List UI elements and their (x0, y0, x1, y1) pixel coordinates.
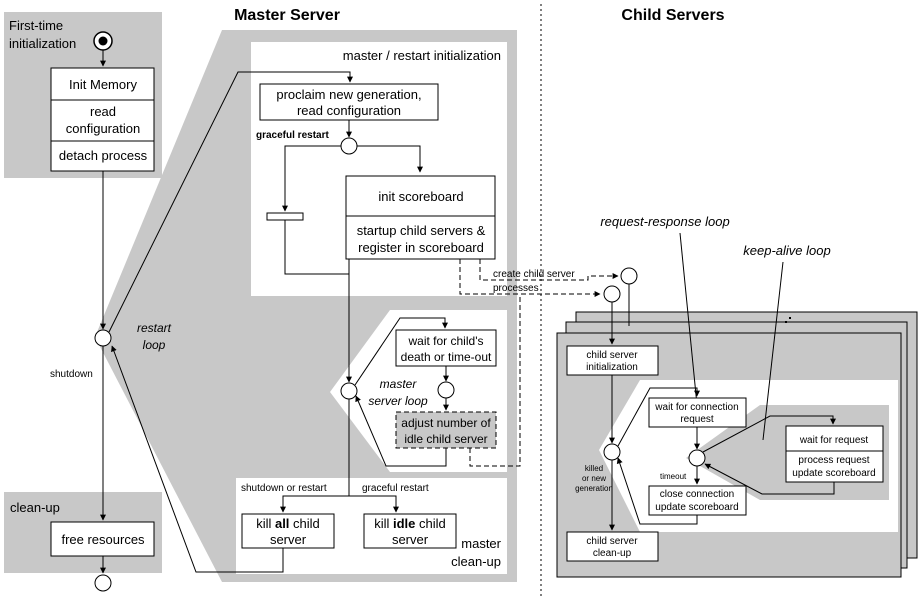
request-response-loop-label: request-response loop (600, 214, 729, 229)
wait-connection-box (648, 397, 747, 428)
kill-all-box (241, 513, 335, 549)
master-init-title: master / restart initialization (343, 48, 501, 63)
graceful-restart-label-2: graceful restart (362, 483, 429, 494)
kill-idle-label: kill idle child (374, 516, 446, 531)
process-request-label-2: update scoreboard (792, 468, 875, 479)
restart-loop-node (94, 329, 112, 347)
cleanup-label: clean-up (10, 500, 60, 515)
shutdown-label: shutdown (50, 369, 93, 380)
restart-loop-label: restart (137, 321, 172, 335)
child-killed-node (603, 443, 621, 461)
init-scoreboard-box (345, 175, 496, 260)
startup-label: startup child servers & (357, 223, 486, 238)
init-scoreboard-label: init scoreboard (378, 189, 463, 204)
free-resources-label: free resources (61, 532, 145, 547)
startup-label-2: register in scoreboard (358, 240, 484, 255)
process-request-label: process request (798, 455, 869, 466)
child-spawn-node (603, 285, 621, 303)
adjust-idle-label-2: idle child server (404, 432, 487, 446)
sync-bar (266, 212, 304, 221)
read-config-label-2: configuration (66, 121, 140, 136)
keep-alive-loop-label: keep-alive loop (743, 243, 830, 258)
ellipsis-dots (785, 321, 787, 323)
child-cleanup-label: child server (586, 536, 638, 547)
child-servers-heading: Child Servers (621, 7, 724, 24)
close-connection-label: close connection (660, 489, 735, 500)
kill-all-label-2: server (270, 532, 307, 547)
create-child-label-2: processes (493, 283, 539, 294)
child-cleanup-label-2: clean-up (593, 548, 632, 559)
adjust-idle-label: adjust number of (401, 416, 491, 430)
wait-child-label-2: death or time-out (401, 350, 492, 364)
free-resources-box (50, 521, 155, 557)
close-connection-label-2: update scoreboard (655, 502, 738, 513)
init-memory-label: Init Memory (69, 77, 137, 92)
killed-label-2: or new (582, 474, 606, 483)
restart-loop-label-2: loop (143, 338, 166, 352)
proclaim-label-2: read configuration (297, 103, 401, 118)
kill-idle-box (363, 513, 457, 549)
read-config-label: read (90, 104, 116, 119)
keep-alive-node (688, 449, 706, 467)
child-init-label-2: initialization (586, 362, 638, 373)
master-loop-node (340, 382, 358, 400)
graceful-restart-label: graceful restart (256, 130, 329, 141)
first-time-label: First-time (9, 18, 63, 33)
end-node (94, 574, 112, 592)
ellipsis-dots-2 (789, 317, 791, 319)
timeout-label: timeout (660, 472, 687, 481)
killed-label-3: generation (575, 484, 613, 493)
child-init-label: child server (586, 350, 638, 361)
wait-request-box (785, 425, 884, 483)
kill-idle-label-2: server (392, 532, 429, 547)
proclaim-box (259, 83, 439, 121)
child-init-box (566, 345, 659, 376)
shutdown-or-restart-label: shutdown or restart (241, 483, 327, 494)
master-cleanup-label-2: clean-up (451, 554, 501, 569)
wait-connection-label: wait for connection (654, 402, 738, 413)
start-node-dot (98, 36, 108, 46)
killed-label: killed (585, 464, 603, 473)
child-cleanup-box (566, 531, 659, 562)
master-loop-label: master (380, 377, 418, 391)
master-loop-decision (437, 381, 455, 399)
first-time-label-2: initialization (9, 36, 76, 51)
adjust-idle-box (395, 411, 497, 449)
create-child-label: create child server (493, 269, 575, 280)
master-cleanup-label: master (461, 536, 501, 551)
detach-process-label: detach process (59, 148, 148, 163)
proclaim-label: proclaim new generation, (276, 87, 421, 102)
wait-child-label: wait for child's (408, 334, 484, 348)
wait-connection-label-2: request (680, 414, 714, 425)
child-spawn-node-2 (620, 267, 638, 285)
master-loop-label-2: server loop (368, 394, 428, 408)
kill-all-label: kill all child (256, 516, 320, 531)
wait-request-label: wait for request (799, 435, 869, 446)
master-server-heading: Master Server (234, 7, 340, 24)
graceful-restart-node (340, 137, 358, 155)
